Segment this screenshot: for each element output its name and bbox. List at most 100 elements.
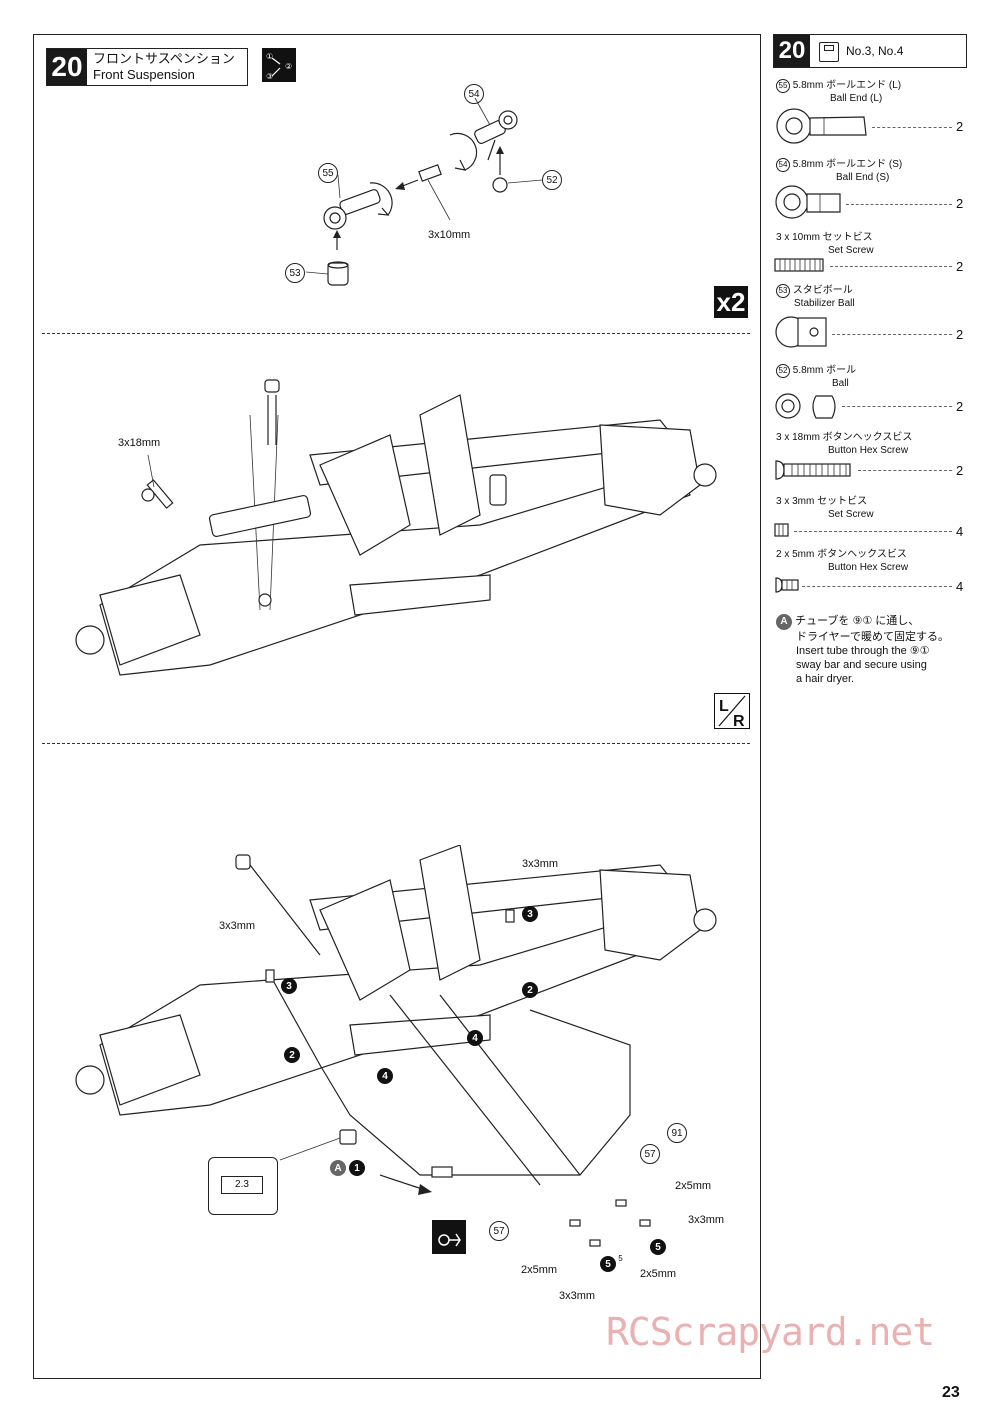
- assembly-order-icon: ① ② ③: [262, 48, 296, 82]
- step-title-jp: フロントサスペンション: [93, 51, 235, 66]
- qty-leader: [872, 127, 952, 128]
- tube-arrow: [379, 1174, 432, 1195]
- note-en-line3: a hair dryer.: [796, 673, 855, 685]
- button-hex-screw-icon: [775, 460, 851, 480]
- step-marker-3: 3: [522, 906, 538, 922]
- part-name-en: Set Screw: [828, 245, 874, 256]
- ball-end-s-icon: [775, 185, 841, 219]
- qty-leader: [858, 470, 952, 471]
- step-title: フロントサスペンション Front Suspension: [93, 51, 235, 83]
- sway-bar-installation-diagram: [75, 845, 717, 1247]
- step-marker-2: 2: [284, 1047, 300, 1063]
- part-number: 54: [776, 158, 790, 172]
- note-en-line1: Insert tube through the ⑨①: [796, 645, 930, 657]
- part-number: 55: [776, 79, 790, 93]
- linkage-rods: [235, 854, 581, 1186]
- part-name-jp: 3 x 10mm セットビス: [776, 232, 873, 243]
- part-entry: 52 5.8mm ボール: [776, 364, 856, 378]
- part-name-jp: 5.8mm ボールエンド (S): [792, 159, 903, 170]
- note-a-marker: A: [776, 614, 792, 630]
- parts-step-number: 20: [774, 35, 810, 67]
- part-name-jp: 2 x 5mm ボタンヘックスビス: [776, 549, 907, 560]
- note-jp-line2: ドライヤーで暖めて固定する。: [796, 631, 950, 643]
- screw-3x18: [141, 454, 174, 509]
- step-marker-5: 5: [650, 1239, 666, 1255]
- part-name-jp: 3 x 18mm ボタンヘックスビス: [776, 432, 913, 443]
- svg-text:L: L: [719, 698, 729, 715]
- note-a-marker: A: [330, 1160, 346, 1176]
- screw-size-label: 3x3mm: [522, 858, 559, 870]
- svg-text:②: ②: [285, 62, 292, 71]
- part-qty: 2: [956, 119, 964, 134]
- part-callout-52: 52: [542, 170, 562, 190]
- left-right-badge: L R: [714, 693, 750, 730]
- reference-step-label: 2.3: [221, 1176, 263, 1194]
- part-name-jp: 5.8mm ボールエンド (L): [792, 80, 902, 91]
- part-qty: 2: [956, 463, 964, 478]
- part-qty: 2: [956, 327, 964, 342]
- step-marker-3: 3: [281, 978, 297, 994]
- part-name-en: Button Hex Screw: [828, 562, 909, 573]
- qty-leader: [842, 406, 952, 407]
- screw-size-label: 3x10mm: [428, 229, 471, 241]
- hair-dryer-icon: [432, 1220, 466, 1254]
- chassis-outline: [75, 845, 717, 1116]
- part-qty: 2: [956, 196, 964, 211]
- step-marker-2: 2: [522, 982, 538, 998]
- sway-bar: [269, 974, 631, 1178]
- quantity-x2-badge: x2: [714, 286, 748, 318]
- part-entry: 54 5.8mm ボールエンド (S): [776, 158, 902, 172]
- qty-leader: [830, 266, 952, 267]
- part-callout-53: 53: [285, 263, 305, 283]
- part-number: 52: [776, 364, 790, 378]
- parts-bag-label: No.3, No.4: [846, 44, 904, 58]
- step-header: 20 フロントサスペンション Front Suspension: [46, 48, 248, 86]
- stabilizer-ball-icon: [775, 316, 827, 348]
- step-marker-4: 4: [467, 1030, 483, 1046]
- set-screw-icon: [774, 258, 824, 272]
- qty-leader: [832, 334, 952, 335]
- part-number: 53: [776, 284, 790, 298]
- section-divider: [42, 333, 750, 334]
- ball-end-s-drawing: [449, 110, 518, 171]
- ball-52-drawing: [492, 146, 508, 193]
- step-marker-4: 4: [377, 1068, 393, 1084]
- main-instruction-frame: [33, 34, 761, 1379]
- part-qty: 2: [956, 399, 964, 414]
- step-marker-5: 5: [618, 1254, 623, 1263]
- part-name-jp: 3 x 3mm セットビス: [776, 496, 868, 507]
- note-en-line2: sway bar and secure using: [796, 659, 927, 671]
- part-callout-57: 57: [640, 1144, 660, 1164]
- parts-bag-icon: [819, 42, 839, 62]
- reference-box: 2.3: [208, 1157, 278, 1215]
- screw-size-label: 3x18mm: [118, 437, 161, 449]
- screw-size-label: 3x3mm: [559, 1290, 596, 1302]
- front-suspension-chassis-diagram: [75, 379, 717, 676]
- svg-text:R: R: [733, 713, 745, 728]
- watermark-text: RCScrapyard.net: [606, 1310, 935, 1354]
- part-qty: 2: [956, 259, 964, 274]
- chassis-outline: [75, 394, 717, 676]
- part-callout-91: 91: [667, 1123, 687, 1143]
- note-jp-line1: チューブを ⑨① に通し、: [795, 615, 920, 627]
- set-screws: [265, 909, 515, 983]
- part-name-en: Stabilizer Ball: [794, 298, 855, 309]
- stabilizer-ball-drawing: [327, 261, 349, 286]
- part-qty: 4: [956, 524, 964, 539]
- section-divider: [42, 743, 750, 744]
- part-callout-57: 57: [489, 1221, 509, 1241]
- step-marker-1: 1: [349, 1160, 365, 1176]
- step-marker-5: 5: [600, 1256, 616, 1272]
- screw-size-label: 2x5mm: [675, 1180, 712, 1192]
- svg-text:①: ①: [266, 52, 273, 61]
- screw-size-label: 3x3mm: [219, 920, 256, 932]
- small-set-screw-icon: [774, 523, 789, 537]
- ball-end-l-icon: [776, 108, 867, 144]
- qty-leader: [802, 586, 952, 587]
- parts-list-header: 20 No.3, No.4: [773, 34, 967, 68]
- part-qty: 4: [956, 579, 964, 594]
- part-callout-54: 54: [464, 84, 484, 104]
- small-screws: [569, 1199, 651, 1247]
- note-a: A チューブを ⑨① に通し、 ドライヤーで暖めて固定する。 Insert tu…: [776, 614, 966, 686]
- part-name-jp: 5.8mm ボール: [792, 365, 857, 376]
